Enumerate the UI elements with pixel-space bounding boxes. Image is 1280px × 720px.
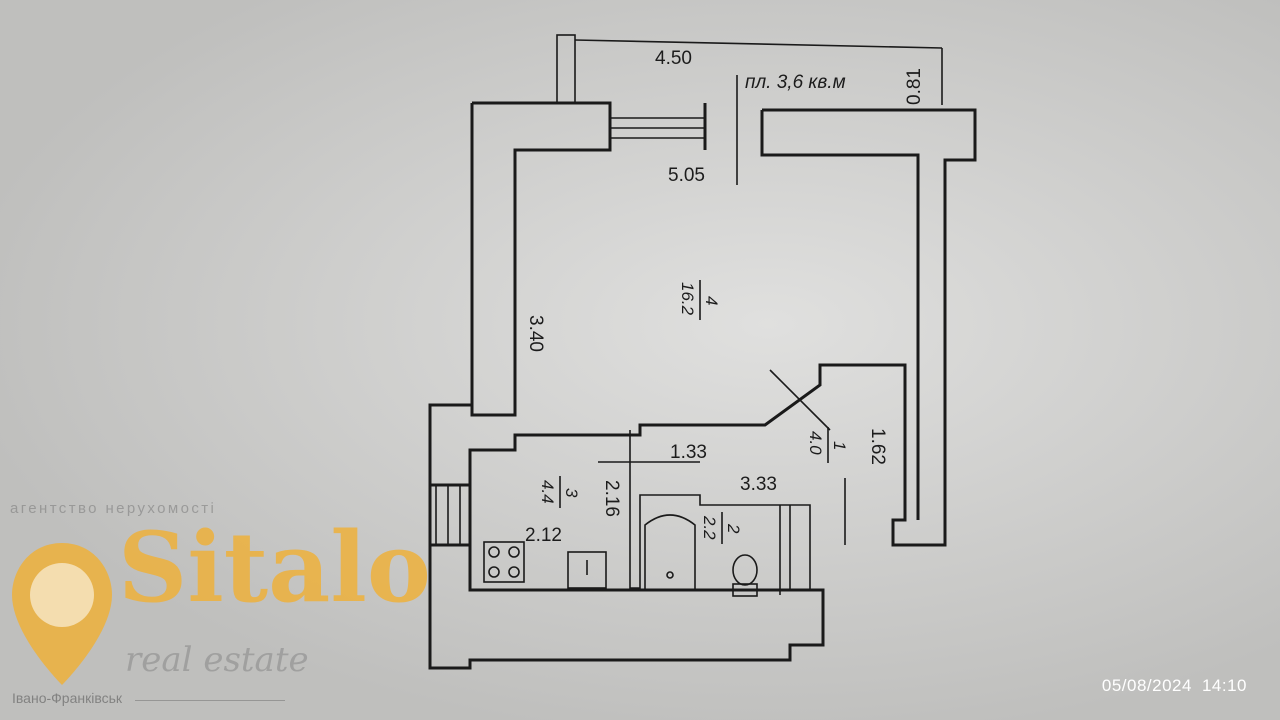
dim-top-outer: 4.50: [655, 48, 692, 69]
room-label-hall: 1 4.0: [806, 427, 849, 463]
sitalo-logo-pin-icon: [12, 543, 112, 685]
room-main-number: 4: [702, 296, 721, 305]
room-label-main: 4 16.2: [678, 280, 721, 320]
city-underline: [135, 700, 285, 701]
dim-hall-side: 1.62: [867, 428, 888, 465]
timestamp-time: 14:10: [1201, 676, 1247, 695]
room-bath-number: 2: [724, 523, 743, 534]
dim-room-width: 5.05: [668, 165, 705, 186]
room-hall-area: 4.0: [806, 431, 825, 455]
window-left: [435, 485, 461, 545]
stove-icon: [483, 541, 525, 583]
room-main-area: 16.2: [678, 282, 697, 316]
dim-balcony-depth: 0.81: [904, 68, 925, 105]
bathtub-icon: [644, 514, 696, 591]
room-kitchen-area: 4.4: [538, 480, 557, 504]
sink-icon: [567, 551, 607, 589]
room-bath-area: 2.2: [700, 515, 719, 540]
brand-city: Івано-Франківськ: [12, 690, 123, 706]
dim-hall-2: 3.33: [740, 474, 777, 495]
brand-name: Sitalo: [118, 511, 431, 624]
door-marks: [769, 369, 846, 545]
balcony-outline: [556, 34, 943, 185]
timestamp-date: 05/08/2024: [1101, 676, 1192, 695]
room-label-bath: 2 2.2: [700, 512, 743, 544]
wall-outline: [428, 101, 977, 670]
toilet-icon: [732, 554, 758, 597]
brand-subtitle: real estate: [125, 640, 309, 680]
dim-room-height: 3.40: [525, 315, 546, 352]
dim-kitchen-width: 2.12: [525, 525, 562, 546]
photo-timestamp: 05/08/2024 14:10: [1092, 676, 1247, 696]
dim-kitchen-height: 2.16: [601, 480, 622, 517]
balcony-area-label: пл. 3,6 кв.м: [745, 72, 846, 93]
room-label-kitchen: 3 4.4: [538, 476, 581, 508]
dim-hall-1: 1.33: [670, 442, 707, 463]
agency-tagline: агентство нерухомості: [10, 500, 217, 517]
window-top: [610, 103, 707, 150]
room-kitchen-number: 3: [562, 488, 581, 498]
room-hall-number: 1: [830, 441, 849, 450]
